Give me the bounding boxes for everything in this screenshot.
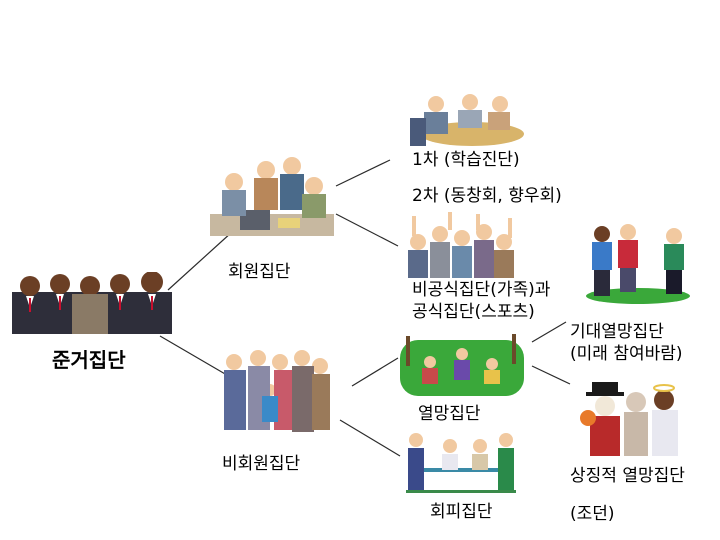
symbolic-group-label-2: (조던) (570, 504, 615, 524)
line-member-primary (335, 159, 391, 187)
dissociative-group-label: 회피집단 (430, 502, 493, 522)
line-root-nonmember (159, 335, 233, 379)
member-group-clipart (210, 157, 334, 236)
picnic-grass-clipart (400, 334, 524, 396)
non-member-crowd-clipart (224, 350, 330, 432)
teens-clipart (586, 224, 690, 304)
anticipatory-group-label-1: 기대열망집단 (570, 322, 664, 342)
line-aspiration-anticipatory (531, 321, 567, 343)
non-member-group-label: 비회원집단 (222, 454, 301, 474)
line-nonmember-dissociative (339, 419, 401, 457)
line-aspiration-symbolic (531, 365, 571, 385)
line-root-member (167, 231, 233, 291)
dissociative-group-clipart (406, 433, 516, 493)
line-nonmember-aspiration (351, 357, 399, 387)
costume-figures-clipart (580, 382, 678, 456)
primary-group-label: 1차 (학습진단) (412, 150, 520, 170)
cheering-crowd-clipart (408, 212, 514, 278)
symbolic-group-label-1: 상징적 열망집단 (570, 466, 685, 486)
informal-group-label-1: 비공식집단(가족)과 (412, 280, 551, 300)
meeting-table-clipart (410, 94, 524, 146)
informal-group-label-2: 공식집단(스포츠) (412, 302, 535, 322)
anticipatory-group-label-2: (미래 참여바람) (570, 344, 683, 364)
line-member-informal (335, 213, 399, 247)
root-label: 준거집단 (52, 348, 126, 372)
businessmen-clipart (12, 272, 172, 334)
member-group-label: 회원집단 (228, 262, 291, 282)
secondary-group-label: 2차 (동창회, 향우회) (412, 186, 562, 206)
aspiration-group-label: 열망집단 (418, 404, 481, 424)
